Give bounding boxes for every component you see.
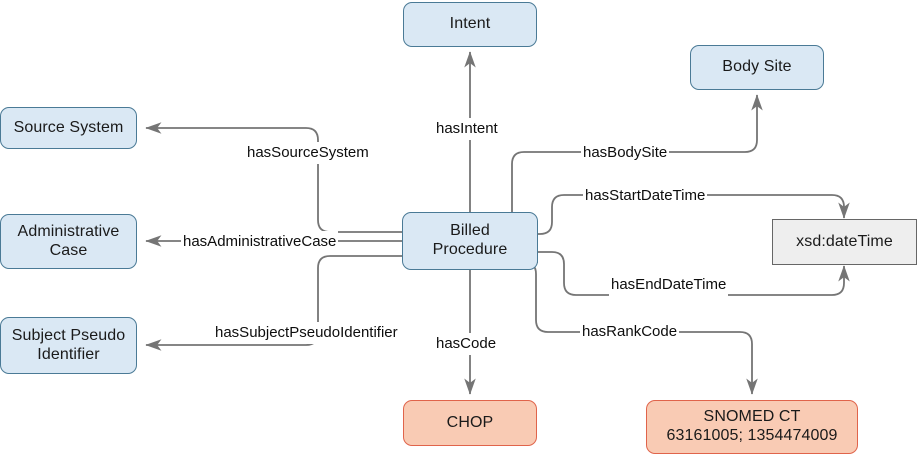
- edge-label-has-start-date-time: hasStartDateTime: [583, 185, 708, 207]
- edge-label-has-administrative-case: hasAdministrativeCase: [181, 231, 339, 253]
- node-subject-pseudo-identifier-label: Subject Pseudo Identifier: [11, 326, 126, 363]
- node-chop[interactable]: CHOP: [403, 400, 537, 446]
- node-xsd-datetime-label: xsd:dateTime: [796, 232, 893, 250]
- node-subject-pseudo-identifier[interactable]: Subject Pseudo Identifier: [0, 317, 137, 374]
- node-intent-label: Intent: [449, 15, 491, 33]
- node-chop-label: CHOP: [446, 413, 494, 431]
- node-billed-procedure-label: Billed Procedure: [432, 222, 508, 258]
- node-source-system[interactable]: Source System: [0, 107, 137, 149]
- edge-label-has-end-date-time: hasEndDateTime: [609, 274, 729, 296]
- node-source-system-label: Source System: [13, 118, 124, 136]
- edge-label-has-source-system: hasSourceSystem: [245, 142, 371, 164]
- edge-label-has-intent: hasIntent: [434, 118, 500, 140]
- edge-label-has-code: hasCode: [434, 333, 499, 355]
- node-intent[interactable]: Intent: [403, 2, 537, 47]
- node-body-site-label: Body Site: [722, 58, 792, 76]
- node-xsd-datetime[interactable]: xsd:dateTime: [772, 219, 917, 265]
- node-snomed-ct-label: SNOMED CT 63161005; 1354474009: [666, 408, 838, 444]
- node-administrative-case-label: Administrative Case: [17, 222, 120, 259]
- node-administrative-case[interactable]: Administrative Case: [0, 214, 137, 269]
- node-snomed-ct[interactable]: SNOMED CT 63161005; 1354474009: [646, 400, 858, 454]
- node-billed-procedure[interactable]: Billed Procedure: [402, 212, 538, 270]
- edge-label-has-subject-pseudo-identifier: hasSubjectPseudoIdentifier: [213, 322, 400, 344]
- edge-label-has-rank-code: hasRankCode: [580, 321, 680, 343]
- node-body-site[interactable]: Body Site: [690, 45, 824, 90]
- edge-label-has-body-site: hasBodySite: [581, 142, 670, 164]
